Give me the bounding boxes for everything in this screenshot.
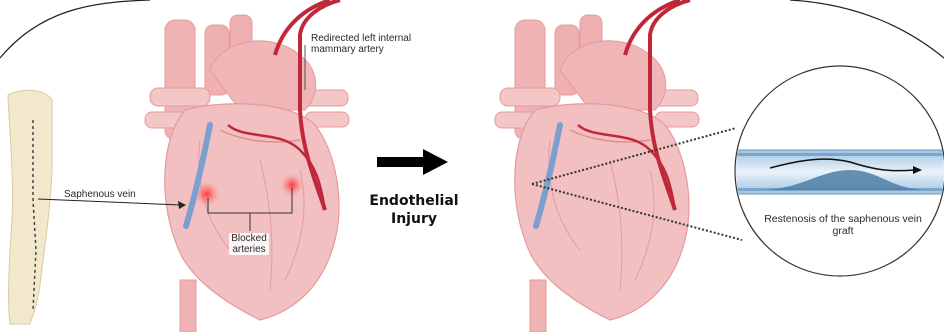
frame-arc-right [790,0,944,58]
transition-label: Endothelial Injury [354,192,474,228]
zoom-circle [735,66,944,276]
transition-line1: Endothelial [354,192,474,210]
label-blocked-arteries: Blocked arteries [229,233,269,255]
leg-illustration [8,90,52,324]
label-mammary-artery: Redirected left internal mammary artery [311,33,431,55]
transition-line2: Injury [354,210,474,228]
heart-after [495,0,699,332]
frame-arc-left [0,0,150,58]
transition-arrow [377,149,448,175]
label-restenosis: Restenosis of the saphenous vein graft [763,213,923,237]
label-saphenous-vein: Saphenous vein [64,189,136,200]
